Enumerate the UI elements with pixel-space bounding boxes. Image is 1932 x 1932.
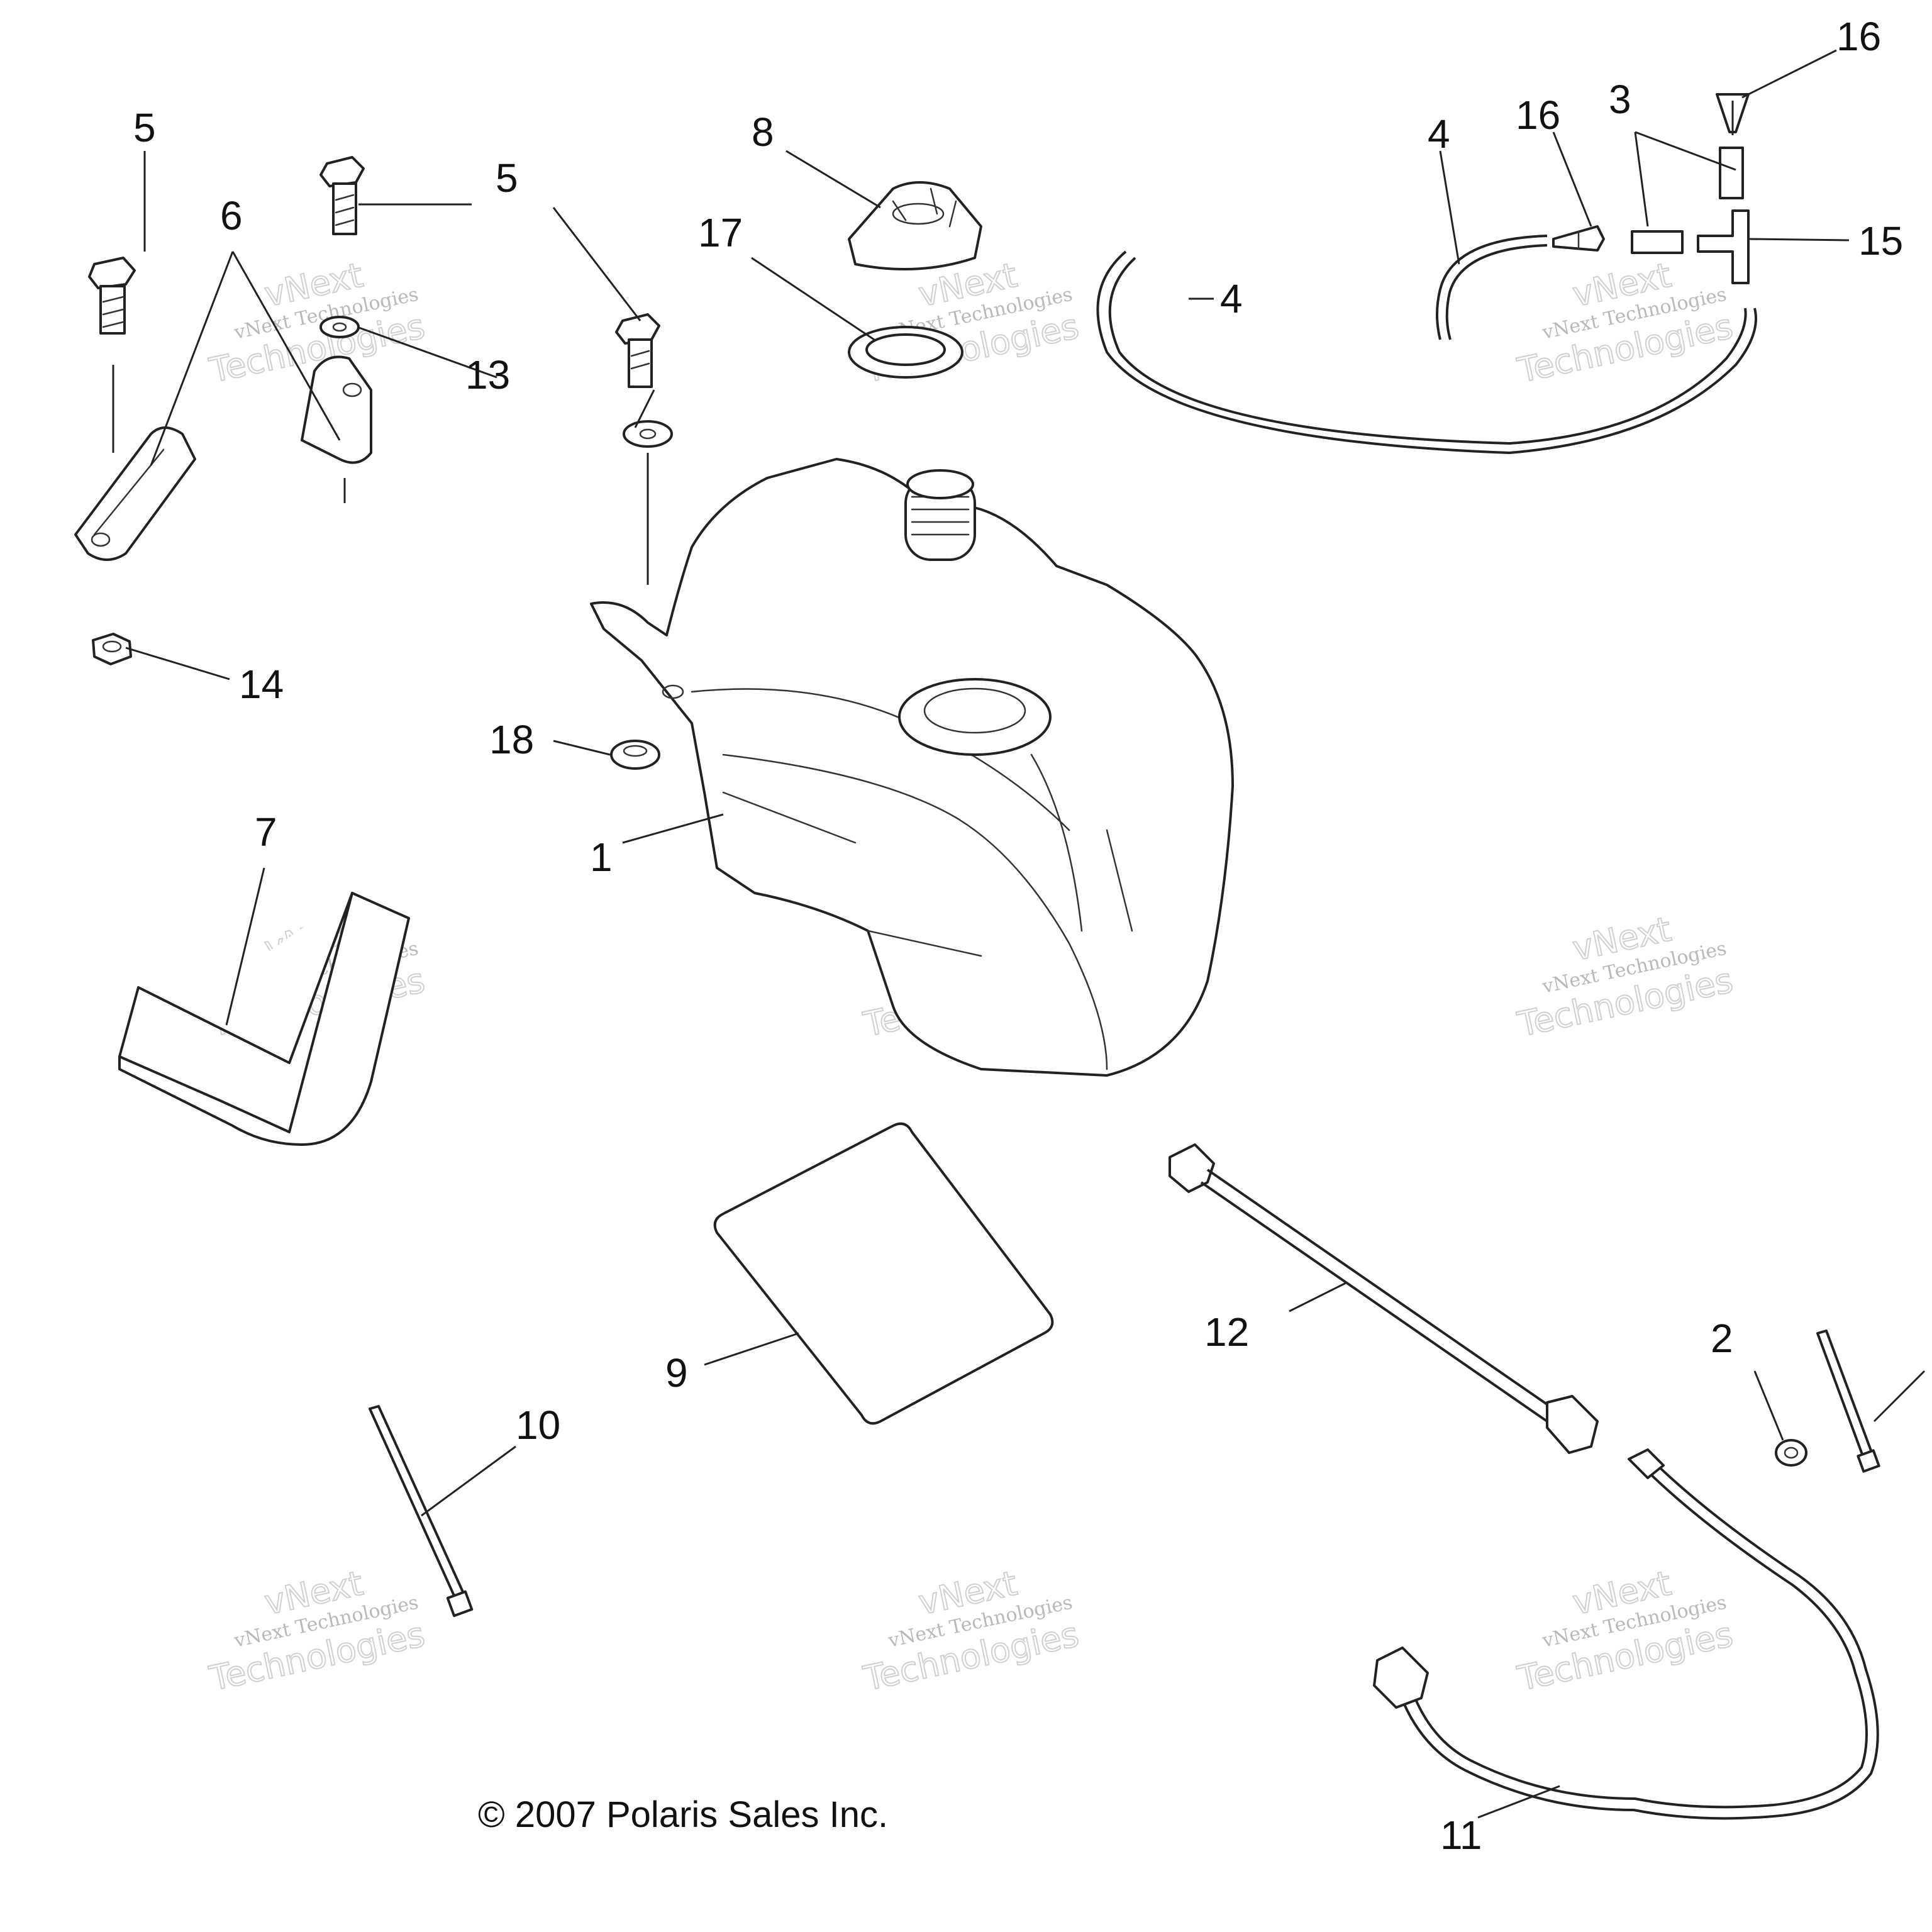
callout-13: 13 <box>465 352 510 397</box>
nut-part-14 <box>92 633 132 665</box>
callout-11: 11 <box>1440 1813 1482 1858</box>
cable-tie-part-10 <box>369 1405 474 1618</box>
pad-part-7 <box>118 892 410 1146</box>
callout-5-top: 5 <box>496 155 518 201</box>
callout-17: 17 <box>698 210 743 255</box>
grommet-part-18 <box>610 740 660 770</box>
callout-9: 9 <box>665 1350 688 1396</box>
gasket-part-17 <box>848 326 963 379</box>
check-valve-part-16-left <box>1552 225 1605 252</box>
washer-part-13 <box>319 316 360 338</box>
grommet-part-2 <box>1775 1439 1807 1467</box>
cable-tie-part-10-right <box>1816 1330 1926 1473</box>
sheet-part-9 <box>713 1122 1054 1425</box>
fuel-line-part-11 <box>1373 1448 1879 1820</box>
callout-12: 12 <box>1204 1309 1249 1355</box>
callout-4-right: 4 <box>1220 276 1243 321</box>
callout-3: 3 <box>1609 77 1631 122</box>
callout-5-left: 5 <box>133 105 156 150</box>
callout-6: 6 <box>220 193 243 238</box>
bolt-part-5-left <box>88 257 136 453</box>
callout-10: 10 <box>516 1402 560 1448</box>
fuel-cap-part-8 <box>848 181 982 270</box>
callout-14: 14 <box>239 662 284 707</box>
bolt-part-5-center <box>615 313 660 388</box>
bracket-part-6-right <box>301 355 372 503</box>
vent-hose-part-4 <box>1096 250 1757 455</box>
leader-lines <box>125 49 1850 1819</box>
callout-4-left: 4 <box>1428 111 1450 157</box>
fuel-tank-part-1 <box>590 458 1234 1077</box>
hose-segment-part-3-vertical <box>1719 147 1744 199</box>
hose-segment-part-3-horizontal <box>1631 230 1684 254</box>
callout-1: 1 <box>590 835 613 880</box>
callout-18: 18 <box>489 717 534 762</box>
bolt-part-5-top <box>319 156 365 235</box>
fuel-line-part-12 <box>1169 1143 1599 1454</box>
washer-part-13-center <box>623 420 673 585</box>
callout-15: 15 <box>1858 218 1903 264</box>
check-valve-part-16-top <box>1716 93 1750 135</box>
copyright-notice: © 2007 Polaris Sales Inc. <box>478 1794 888 1835</box>
callout-labels: 5 6 5 13 14 8 17 18 1 7 4 4 16 3 16 15 9… <box>133 14 1903 1858</box>
vent-hose-part-4-short <box>1436 235 1548 340</box>
callout-2: 2 <box>1711 1316 1733 1361</box>
bracket-part-6-left <box>74 426 196 561</box>
tee-fitting-part-15 <box>1697 209 1750 284</box>
callout-7: 7 <box>255 809 277 855</box>
callout-16-top: 16 <box>1836 14 1881 59</box>
callout-8: 8 <box>752 109 774 155</box>
callout-16-left: 16 <box>1516 92 1560 138</box>
